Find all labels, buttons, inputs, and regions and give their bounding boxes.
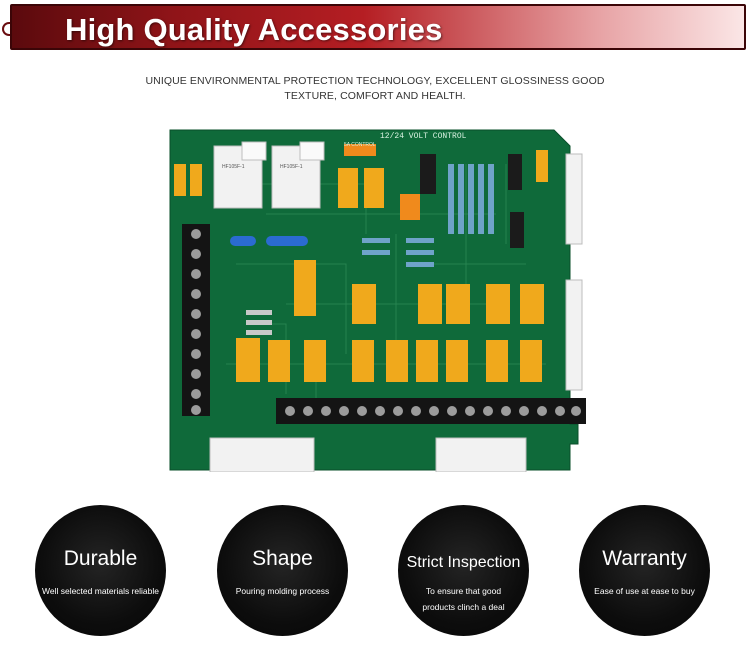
relay-mid-3	[446, 284, 470, 324]
relay-top-2	[364, 168, 384, 208]
feature-title: Shape	[252, 547, 313, 570]
relay-mid-1	[352, 284, 376, 324]
capacitor-1	[230, 236, 256, 246]
title-banner: High Quality Accessories	[10, 4, 746, 50]
feature-title: Warranty	[602, 547, 687, 570]
power-relay-left: HF105F-1	[213, 141, 267, 209]
feature-description: Pouring molding process	[221, 583, 344, 599]
feature-durable: Durable Well selected materials reliable	[35, 505, 166, 636]
connector-right-bottom	[565, 279, 583, 391]
board-label: 12/24 VOLT CONTROL	[380, 132, 467, 141]
connector-bottom-left	[209, 437, 315, 473]
ic-chip-3	[510, 212, 524, 248]
intro-text: UNIQUE ENVIRONMENTAL PROTECTION TECHNOLO…	[100, 74, 650, 104]
feature-description: To ensure that good products clinch a de…	[402, 583, 525, 615]
fuse-right	[536, 150, 548, 182]
intro-line-2: TEXTURE, COMFORT AND HEALTH.	[284, 90, 466, 102]
control-label: 5A CONTROL	[344, 142, 376, 148]
capacitor-2	[266, 236, 308, 246]
svg-text:HF105F-1: HF105F-1	[222, 164, 245, 170]
banner-title: High Quality Accessories	[65, 12, 443, 47]
relay-top-1	[338, 168, 358, 208]
fuse-left-2	[190, 164, 202, 196]
svg-text:HF105F-1: HF105F-1	[280, 164, 303, 170]
circuit-board-illustration: 12/24 VOLT CONTROL 5A CONTROL HF105F-1 H…	[169, 129, 588, 473]
ic-chip-2	[508, 154, 522, 190]
resistor-array	[246, 164, 494, 335]
feature-desc-line-1: Well selected materials reliable	[41, 586, 159, 596]
relay-mid-4	[486, 284, 510, 324]
feature-title: Strict Inspection	[406, 554, 521, 571]
feature-shape: Shape Pouring molding process	[217, 505, 348, 636]
ic-chip-1	[420, 154, 436, 194]
feature-description: Ease of use at ease to buy	[583, 583, 706, 599]
feature-desc-line-2: products clinch a deal	[422, 602, 505, 612]
connector-right-top	[565, 153, 583, 245]
power-relay-right: HF105F-1	[271, 141, 325, 209]
feature-warranty: Warranty Ease of use at ease to buy	[579, 505, 710, 636]
feature-desc-line-1: Pouring molding process	[235, 586, 330, 596]
feature-description: Well selected materials reliable	[39, 583, 162, 599]
fuse-left-1	[174, 164, 186, 196]
feature-desc-line-1: To ensure that good	[425, 586, 502, 596]
connector-bottom-right	[435, 437, 527, 473]
relay-mid-5	[520, 284, 544, 324]
intro-line-1: UNIQUE ENVIRONMENTAL PROTECTION TECHNOLO…	[145, 75, 605, 87]
terminal-block-left	[182, 224, 210, 416]
relay-row-lower	[236, 338, 542, 382]
feature-title: Durable	[63, 547, 138, 570]
orange-connector	[344, 144, 376, 156]
feature-strict-inspection: Strict Inspection To ensure that good pr…	[398, 505, 529, 636]
product-image-control-board: 12/24 VOLT CONTROL 5A CONTROL HF105F-1 H…	[166, 124, 588, 477]
relay-top-3	[400, 194, 420, 220]
relay-mid-2	[418, 284, 442, 324]
feature-desc-line-1: Ease of use at ease to buy	[594, 586, 695, 596]
relay-k9	[294, 260, 316, 316]
terminal-block-bottom	[276, 398, 588, 424]
